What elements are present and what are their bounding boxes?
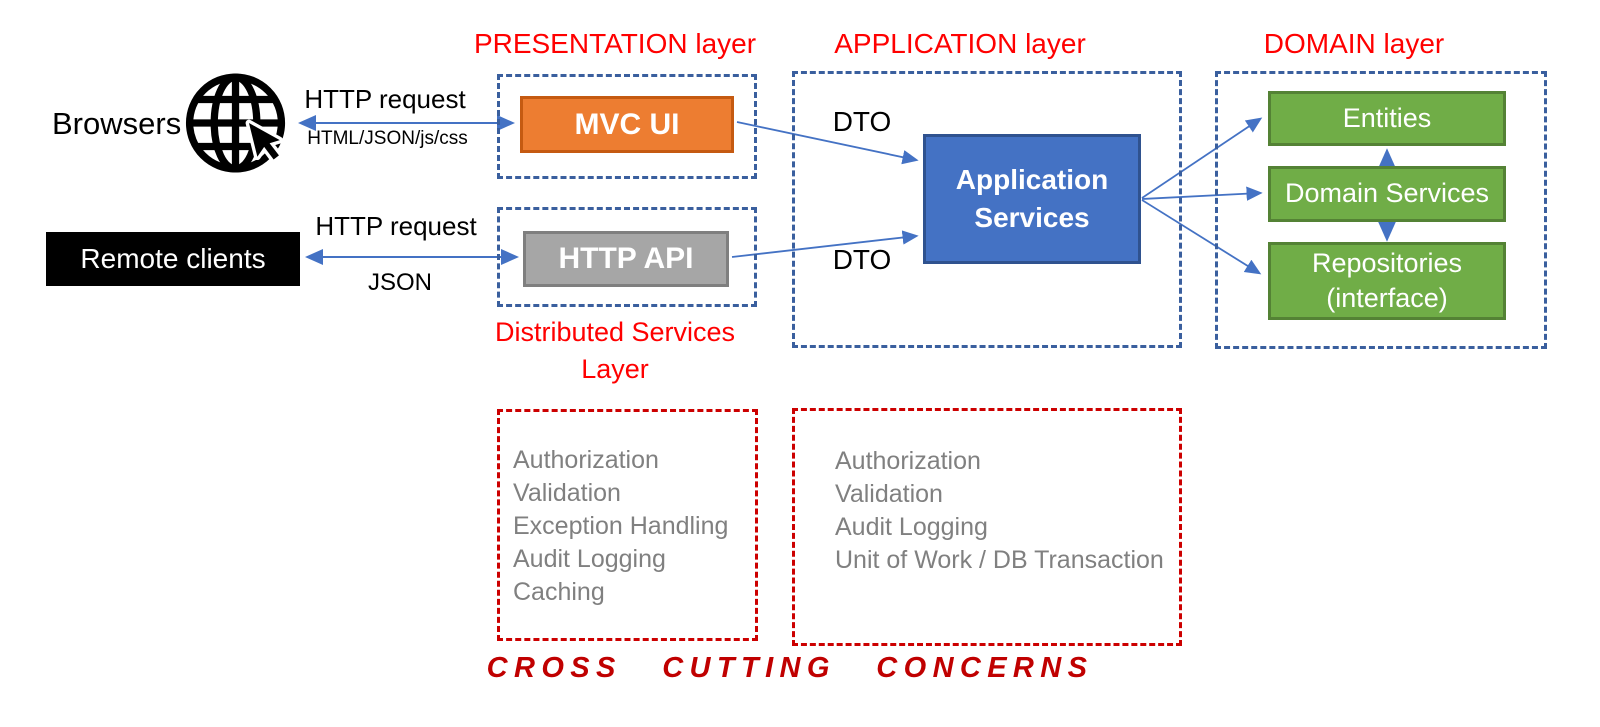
browser-request-label: HTTP request [304,84,466,114]
browsers-label: Browsers [52,106,182,141]
remote-clients-box: Remote clients [46,232,300,286]
http-api-box: HTTP API [523,231,729,287]
concern-item: Validation [513,479,621,507]
globe-with-cursor-icon [185,73,286,173]
application-layer-title: APPLICATION layer [834,28,1086,59]
entities-label: Entities [1342,102,1432,133]
cursor-icon [245,119,284,163]
distributed-services-label: Distributed Services Layer [494,317,736,384]
concern-item: Authorization [513,446,659,474]
domain-services-box: Domain Services [1268,166,1506,222]
domain-layer-title: DOMAIN layer [1263,28,1445,59]
application-services-label: Application Services [955,164,1109,233]
mvc-ui-label: MVC UI [574,107,680,141]
presentation-layer-box: MVC UI [497,74,757,179]
concern-item: Exception Handling [513,512,729,540]
distributed-concerns-list: Authorization Validation Exception Handl… [513,444,728,609]
application-layer-box: Application Services [792,71,1182,348]
application-concerns-list: Authorization Validation Audit Logging U… [835,445,1164,577]
domain-services-label: Domain Services [1284,178,1490,209]
application-services-box: Application Services [923,134,1141,264]
repositories-box: Repositories (interface) [1268,242,1506,320]
dto-bottom-label: DTO [832,244,892,275]
distributed-services-layer-box: HTTP API [497,207,757,307]
concern-item: Unit of Work / DB Transaction [835,546,1164,574]
remote-request-label: HTTP request [315,211,477,241]
concern-item: Authorization [835,447,981,475]
concern-item: Audit Logging [835,513,988,541]
browser-payload-label: HTML/JSON/js/css [307,128,468,149]
cross-cutting-title: CROSS CUTTING CONCERNS [486,652,1094,684]
mvc-ui-box: MVC UI [520,96,734,153]
application-concerns-box: Authorization Validation Audit Logging U… [792,408,1182,646]
distributed-concerns-box: Authorization Validation Exception Handl… [497,409,758,641]
repositories-label: Repositories (interface) [1311,247,1463,313]
remote-clients-label: Remote clients [80,243,266,274]
http-api-label: HTTP API [558,242,694,275]
remote-payload-label: JSON [367,269,432,296]
entities-box: Entities [1268,91,1506,146]
concern-item: Audit Logging [513,545,666,573]
concern-item: Validation [835,480,943,508]
domain-layer-box: Entities Domain Services Repositories (i… [1215,71,1547,349]
concern-item: Caching [513,578,605,606]
dto-top-label: DTO [832,106,892,137]
presentation-layer-title: PRESENTATION layer [473,28,757,59]
